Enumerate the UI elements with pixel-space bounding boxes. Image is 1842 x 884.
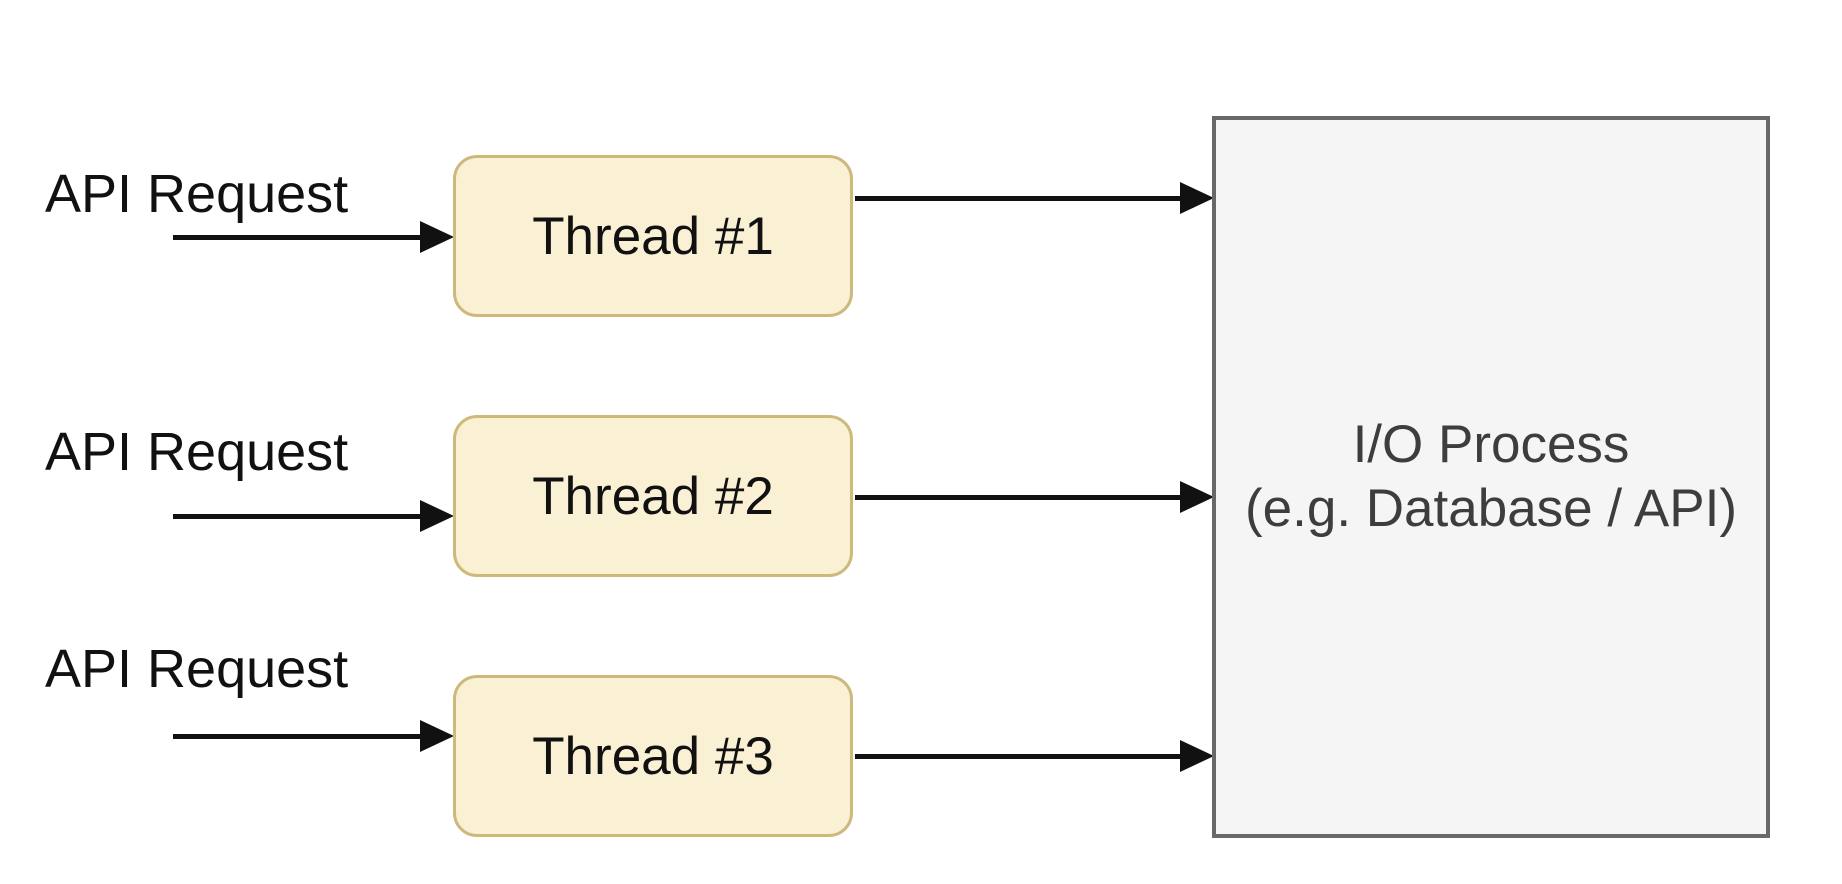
- thread-3-box: Thread #3: [453, 675, 853, 837]
- io-process-title: I/O Process: [1352, 415, 1630, 474]
- request-arrow-line-2: [173, 514, 420, 519]
- thread-io-arrow-line-2: [855, 495, 1180, 500]
- request-arrow-line-1: [173, 235, 420, 240]
- thread-io-arrowhead-icon-3: [1180, 740, 1214, 772]
- io-process-box: I/O Process (e.g. Database / API): [1212, 116, 1770, 838]
- thread-1-box: Thread #1: [453, 155, 853, 317]
- request-arrowhead-icon-3: [420, 720, 454, 752]
- api-request-label-2: API Request: [45, 422, 349, 482]
- request-arrow-line-3: [173, 734, 420, 739]
- io-process-subtitle: (e.g. Database / API): [1245, 479, 1737, 538]
- thread-io-arrowhead-icon-1: [1180, 182, 1214, 214]
- api-request-label-1: API Request: [45, 164, 349, 224]
- thread-io-arrow-line-3: [855, 754, 1180, 759]
- thread-2-box: Thread #2: [453, 415, 853, 577]
- request-arrowhead-icon-1: [420, 221, 454, 253]
- thread-io-arrowhead-icon-2: [1180, 481, 1214, 513]
- request-arrowhead-icon-2: [420, 500, 454, 532]
- thread-io-arrow-line-1: [855, 196, 1180, 201]
- api-request-label-3: API Request: [45, 639, 349, 699]
